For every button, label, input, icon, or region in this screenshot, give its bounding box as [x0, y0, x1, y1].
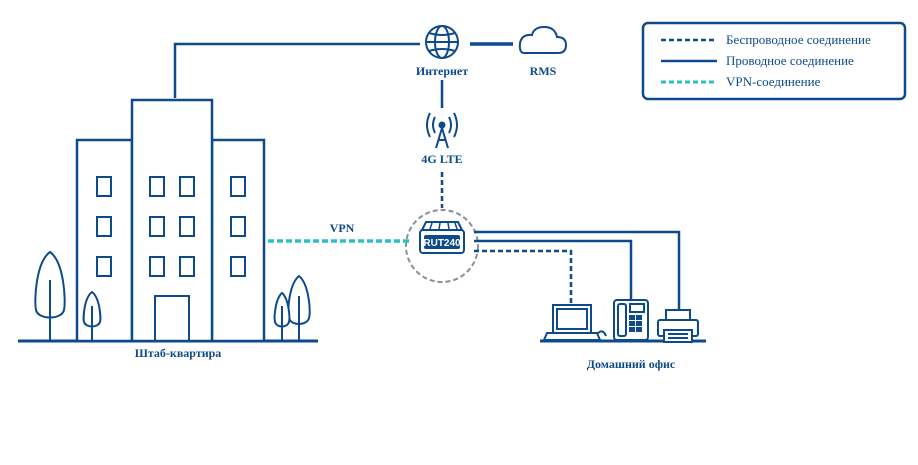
printer-icon — [657, 309, 699, 343]
router-laptop-wireless-link — [474, 249, 573, 303]
legend-frame — [641, 21, 907, 101]
router-icon: RUT240 — [419, 221, 465, 254]
router-phone-link — [474, 239, 633, 300]
legend-vpn-label: VPN-соединение — [726, 74, 821, 89]
rms-label: RMS — [530, 64, 557, 78]
laptop-cable — [596, 330, 607, 337]
laptop-icon — [542, 304, 602, 341]
building-door — [154, 295, 190, 342]
router-wireless-range — [405, 209, 479, 283]
home-office-label: Домашний офис — [587, 357, 676, 371]
lte-label: 4G LTE — [421, 152, 462, 166]
vpn-link-label: VPN — [330, 221, 355, 235]
tree-icon — [273, 274, 311, 341]
router-label: RUT240 — [423, 238, 461, 249]
legend-wired-label: Проводное соединение — [726, 53, 854, 68]
globe-icon — [425, 25, 459, 59]
legend-wireless-label: Беспроводное соединение — [726, 32, 871, 47]
hq-label: Штаб-квартира — [135, 346, 222, 360]
internet-label: Интернет — [416, 64, 468, 78]
legend: Беспроводное соединение Проводное соедин… — [641, 21, 907, 101]
cloud-icon — [518, 25, 568, 54]
router-printer-link — [474, 230, 681, 310]
phone-icon — [613, 299, 649, 341]
hq-internet-link — [173, 42, 420, 98]
building-icon — [75, 98, 266, 343]
building-windows — [96, 176, 246, 277]
cell-tower-icon — [426, 112, 458, 149]
tree-icon — [34, 250, 102, 341]
